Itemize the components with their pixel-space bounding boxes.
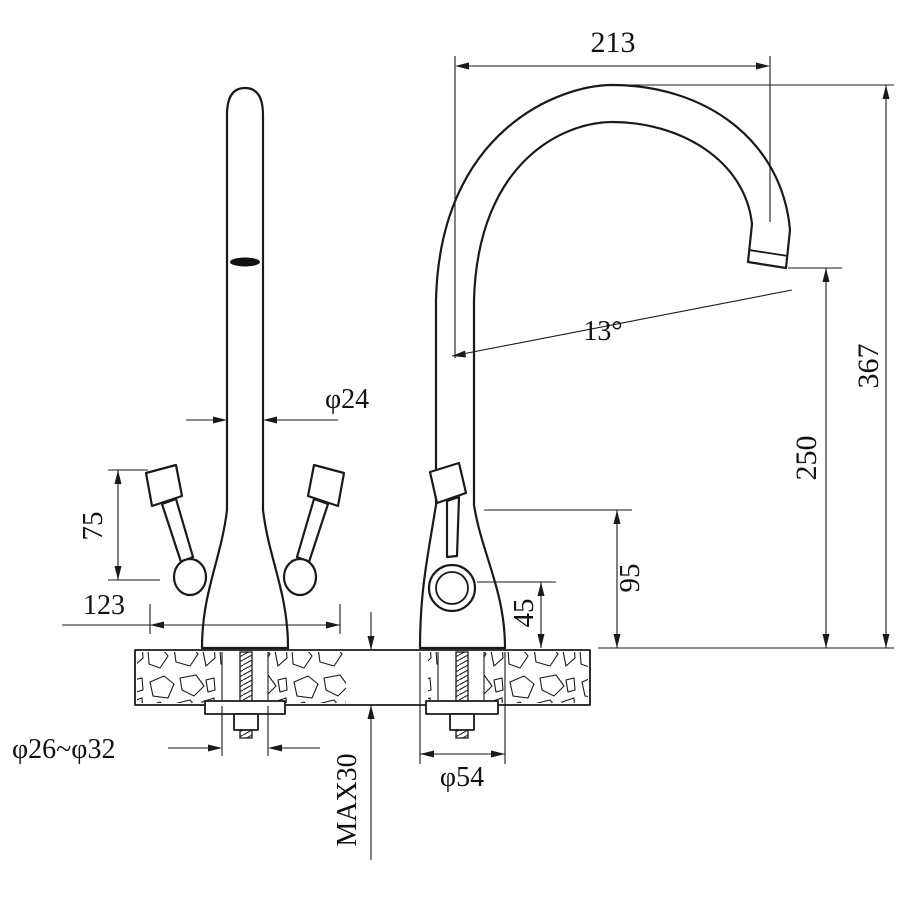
front-left-handle-paddle — [144, 463, 184, 508]
dim-base-diameter: φ54 — [419, 652, 506, 793]
mounting-nut-side — [449, 713, 475, 731]
dim-label-250: 250 — [790, 436, 823, 481]
front-spout-tube — [225, 86, 265, 512]
front-body-left — [200, 508, 229, 650]
side-handle-stem — [445, 495, 461, 559]
mounting-hardware-side — [425, 651, 499, 739]
mounting-hardware-front — [204, 651, 286, 739]
dim-label-13deg: 13° — [583, 316, 622, 347]
front-right-handle-ball — [282, 557, 318, 597]
deck-outline — [134, 649, 591, 706]
dim-handle-span: 123 — [62, 590, 341, 634]
dim-label-phi54: φ54 — [440, 762, 484, 793]
dim-total-height: 367 — [598, 84, 894, 649]
dim-handle-rise: 75 — [77, 469, 160, 581]
side-gooseneck-outer — [434, 83, 792, 507]
dim-spout-height: 250 — [788, 267, 842, 648]
dim-ring-height: 45 — [477, 581, 556, 648]
side-handle-boss-inner — [435, 571, 469, 605]
side-body-right — [472, 503, 507, 650]
dim-hole-diameter: φ26~φ32 — [12, 706, 320, 765]
dim-body-height: 95 — [484, 509, 646, 648]
side-view-faucet — [418, 83, 792, 650]
dim-top-width: 213 — [454, 26, 771, 358]
front-left-handle-stem — [160, 497, 195, 564]
side-aerator-joint — [748, 249, 789, 257]
dim-tube-diameter: φ24 — [186, 384, 369, 424]
dim-label-max30: MAX30 — [332, 753, 363, 846]
dim-deck-thickness: MAX30 — [332, 612, 375, 860]
front-left-handle-ball — [172, 557, 208, 597]
dim-label-213: 213 — [591, 26, 636, 59]
dim-label-123: 123 — [83, 590, 125, 621]
washer-flange-side — [425, 700, 499, 715]
countertop-section — [134, 649, 591, 706]
side-handle-paddle — [428, 461, 468, 505]
dim-label-phi26-32: φ26~φ32 — [12, 734, 115, 765]
front-right-handle-stem — [295, 497, 330, 564]
dim-label-phi24: φ24 — [325, 384, 369, 415]
front-aerator-outlet — [230, 257, 260, 267]
dim-label-95: 95 — [614, 564, 646, 593]
mounting-nut-front — [233, 713, 259, 731]
front-right-handle-paddle — [306, 463, 346, 508]
front-body-right — [261, 508, 290, 650]
side-body-left — [418, 503, 438, 650]
dim-label-367: 367 — [852, 344, 885, 389]
washer-flange-front — [204, 700, 286, 715]
dim-label-75: 75 — [77, 512, 109, 541]
front-view-faucet — [144, 86, 346, 650]
side-gooseneck-inner — [472, 120, 754, 507]
dimension-annotations: 213 367 250 95 — [12, 26, 894, 860]
dim-label-45: 45 — [508, 599, 540, 628]
dim-spout-angle: 13° — [451, 289, 793, 358]
